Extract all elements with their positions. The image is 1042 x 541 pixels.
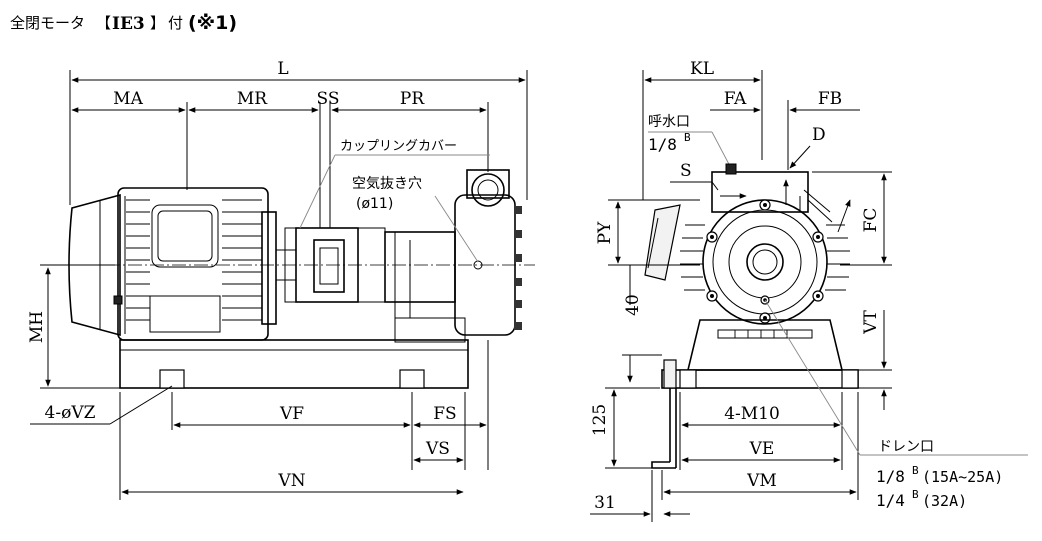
dim-VT: VT [861, 310, 881, 335]
title-note: (※1) [188, 12, 237, 34]
side-view: L MA MR SS PR [27, 59, 535, 500]
dim-MR: MR [237, 89, 268, 109]
air-vent-size: (ø11) [356, 196, 393, 212]
dim-FB: FB [818, 89, 842, 109]
dim-S: S [680, 161, 692, 181]
dim-VZ: 4-øVZ [45, 403, 96, 423]
title-bracket-open: 【 [96, 14, 111, 32]
dim-FC: FC [861, 208, 881, 233]
dim-D: D [812, 125, 826, 145]
dim-SS: SS [317, 89, 340, 109]
drawing-title: 全閉モータ 【 IE3 】 付 (※1) [10, 12, 237, 34]
dim-KL: KL [690, 59, 714, 79]
drain-label: ドレン口 [878, 439, 934, 455]
air-vent-label: 空気抜き穴 [352, 176, 422, 192]
dim-PR: PR [400, 89, 425, 109]
dim-VM: VM [746, 471, 777, 491]
drain-size-2: 1/4 [876, 491, 905, 510]
dim-VN: VN [277, 471, 305, 491]
coupling-cover-label: カップリングカバー [340, 139, 457, 154]
priming-port-label: 呼水口 [648, 114, 690, 130]
dim-MA: MA [113, 89, 143, 109]
dim-VE: VE [749, 439, 775, 459]
dim-PY: PY [595, 221, 615, 244]
drain-sup-1: B [912, 464, 919, 477]
dim-VF: VF [279, 404, 304, 424]
front-view: KL FA FB D 呼水口 1/8 B S [590, 59, 1028, 522]
dim-31: 31 [594, 493, 616, 513]
dim-VS: VS [425, 439, 450, 459]
title-bracket-close: 】 [150, 14, 165, 32]
title-prefix: 全閉モータ [10, 14, 85, 32]
dim-40: 40 [623, 294, 643, 316]
drain-sup-2: B [912, 488, 919, 501]
title-badge: IE3 [112, 14, 145, 34]
drain-size-1: 1/8 [876, 467, 905, 486]
dim-FS: FS [433, 404, 456, 424]
drain-range-2: (32A) [922, 492, 967, 510]
dim-MH: MH [27, 311, 47, 343]
dim-M10: 4-M10 [724, 404, 780, 424]
dim-FA: FA [724, 89, 747, 109]
priming-port-size: 1/8 [648, 135, 677, 154]
dim-L: L [277, 59, 288, 79]
priming-port-sup: B [684, 131, 691, 144]
title-suffix: 付 [168, 14, 183, 32]
drain-range-1: (15A~25A) [922, 468, 1003, 486]
dim-125: 125 [590, 404, 610, 436]
